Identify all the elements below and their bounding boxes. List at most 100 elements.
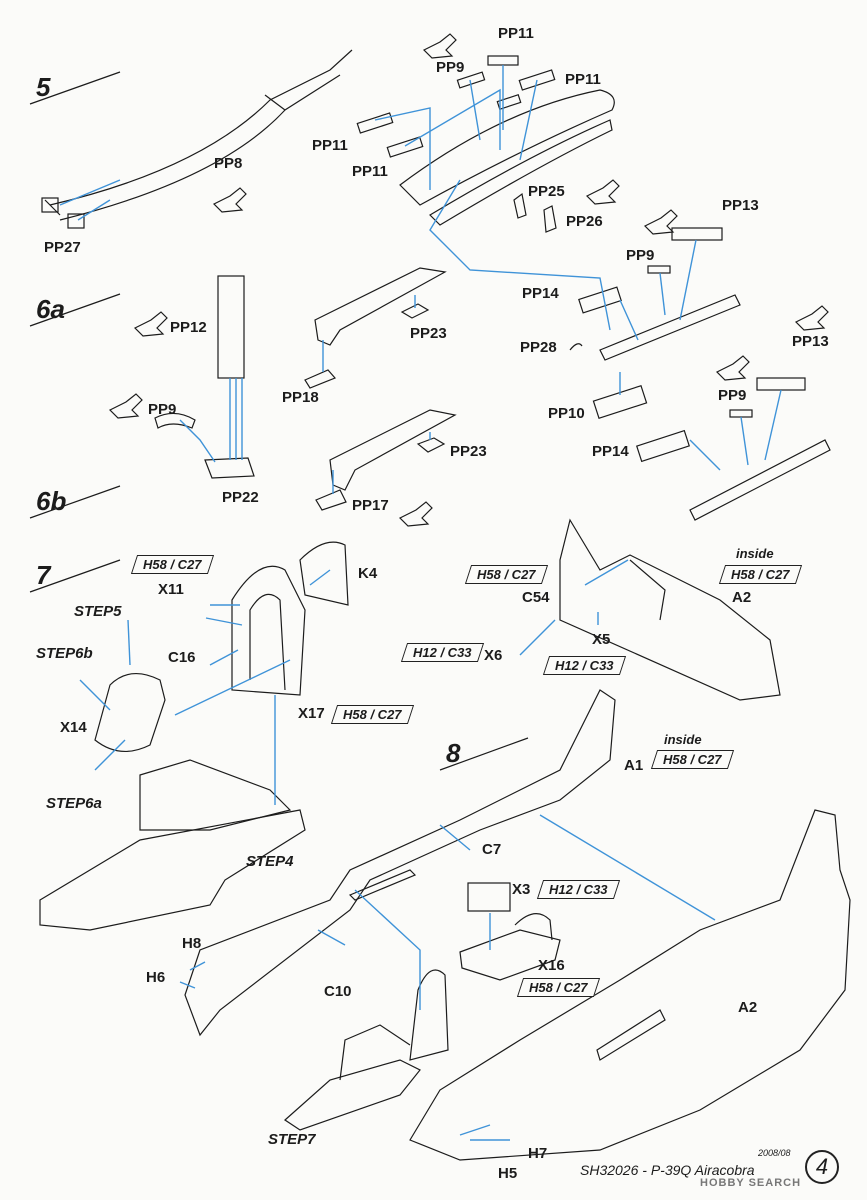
part-label-pp14: PP14 bbox=[592, 443, 629, 460]
part-label-c54: C54 bbox=[522, 589, 550, 606]
part-label-pp17: PP17 bbox=[352, 497, 389, 514]
inside-note: inside bbox=[736, 546, 774, 561]
part-label-pp22: PP22 bbox=[222, 489, 259, 506]
paint-code-box: H58 / C27 bbox=[516, 978, 600, 997]
step-6b-header: 6b bbox=[30, 484, 122, 518]
paint-code-text: H58 / C27 bbox=[663, 752, 722, 767]
part-label-x11: X11 bbox=[158, 581, 184, 598]
fuselage-half-a2-upper bbox=[559, 518, 781, 701]
radio-box-x3 bbox=[467, 882, 511, 912]
part-label-c16: C16 bbox=[168, 649, 196, 666]
callout-step7: STEP7 bbox=[268, 1131, 316, 1148]
part-label-x14: X14 bbox=[60, 719, 87, 736]
step6b-header-line bbox=[29, 485, 121, 519]
seat-belt-pp8 bbox=[41, 49, 353, 229]
step-8-header: 8 bbox=[440, 736, 532, 770]
part-label-x16: X16 bbox=[538, 957, 565, 974]
paint-code-text: H58 / C27 bbox=[731, 567, 790, 582]
kit-title: SH32026 - P-39Q Airacobra bbox=[580, 1162, 755, 1178]
step-7-header: 7 bbox=[30, 558, 122, 592]
part-label-pp10: PP10 bbox=[548, 405, 585, 422]
cockpit-assembly-step7 bbox=[284, 969, 449, 1131]
part-label-h8: H8 bbox=[182, 935, 202, 952]
belt-pp13-upper bbox=[569, 227, 741, 420]
part-label-a2: A2 bbox=[738, 999, 758, 1016]
part-label-x6: X6 bbox=[484, 647, 503, 664]
part-label-pp26: PP26 bbox=[566, 213, 603, 230]
part-label-pp18: PP18 bbox=[282, 389, 319, 406]
part-label-pp11: PP11 bbox=[352, 163, 388, 180]
part-label-pp13: PP13 bbox=[722, 197, 759, 214]
callout-step6a: STEP6a bbox=[46, 795, 102, 812]
paint-code-box: H58 / C27 bbox=[718, 565, 802, 584]
paint-code-box: H12 / C33 bbox=[542, 656, 626, 675]
part-label-pp11: PP11 bbox=[565, 71, 601, 88]
part-label-h7: H7 bbox=[528, 1145, 548, 1162]
step6a-header-line bbox=[29, 293, 121, 327]
step-6b-number: 6b bbox=[36, 486, 67, 516]
step7-header-line bbox=[29, 559, 121, 593]
paint-code-text: H58 / C27 bbox=[343, 707, 402, 722]
part-label-pp12: PP12 bbox=[170, 319, 207, 336]
leader-lines bbox=[59, 65, 782, 1141]
paint-code-box: H58 / C27 bbox=[330, 705, 414, 724]
page-number: 4 bbox=[805, 1150, 839, 1184]
part-label-pp9: PP9 bbox=[436, 59, 465, 76]
part-label-pp8: PP8 bbox=[214, 155, 243, 172]
part-label-pp28: PP28 bbox=[520, 339, 557, 356]
part-label-pp9: PP9 bbox=[148, 401, 177, 418]
part-label-pp13: PP13 bbox=[792, 333, 829, 350]
fuselage-assembled-a2 bbox=[409, 809, 851, 1161]
paint-code-text: H12 / C33 bbox=[555, 658, 614, 673]
part-label-h5: H5 bbox=[498, 1165, 518, 1182]
part-label-k4: K4 bbox=[358, 565, 378, 582]
paint-code-box: H12 / C33 bbox=[400, 643, 484, 662]
inside-note: inside bbox=[664, 732, 702, 747]
part-label-pp23: PP23 bbox=[410, 325, 447, 342]
fuselage-half-a1 bbox=[184, 689, 616, 1037]
paint-code-text: H58 / C27 bbox=[143, 557, 202, 572]
part-label-x5: X5 bbox=[592, 631, 611, 648]
callout-step5: STEP5 bbox=[74, 603, 122, 620]
belt-pp12 bbox=[154, 275, 255, 479]
paint-code-box: H12 / C33 bbox=[536, 880, 620, 899]
step-6a-number: 6a bbox=[36, 294, 65, 324]
part-label-pp9: PP9 bbox=[626, 247, 655, 264]
part-label-pp14: PP14 bbox=[522, 285, 559, 302]
paint-code-text: H58 / C27 bbox=[529, 980, 588, 995]
part-label-c7: C7 bbox=[482, 841, 502, 858]
part-label-a1: A1 bbox=[624, 757, 644, 774]
paint-code-text: H58 / C27 bbox=[477, 567, 536, 582]
part-label-pp11: PP11 bbox=[312, 137, 348, 154]
part-label-x17: X17 bbox=[298, 705, 325, 722]
watermark: HOBBY SEARCH bbox=[700, 1177, 802, 1189]
part-label-a2: A2 bbox=[732, 589, 752, 606]
armor-bulkhead-x17 bbox=[231, 541, 349, 696]
floor-x16 bbox=[459, 913, 561, 981]
paint-code-box: H58 / C27 bbox=[130, 555, 214, 574]
callout-step6b: STEP6b bbox=[36, 645, 93, 662]
cockpit-floor-step4 bbox=[39, 759, 306, 931]
part-label-pp23: PP23 bbox=[450, 443, 487, 460]
part-label-pp11: PP11 bbox=[498, 25, 534, 42]
step-5-number: 5 bbox=[36, 72, 51, 102]
step-7-number: 7 bbox=[36, 560, 51, 590]
part-label-x3: X3 bbox=[512, 881, 531, 898]
part-label-c10: C10 bbox=[324, 983, 352, 1000]
belt-pp17-pp23 bbox=[315, 409, 457, 511]
belt-pp18-pp23 bbox=[304, 267, 447, 389]
paint-code-box: H58 / C27 bbox=[650, 750, 734, 769]
part-label-pp25: PP25 bbox=[528, 183, 565, 200]
part-label-pp27: PP27 bbox=[44, 239, 81, 256]
paint-code-text: H12 / C33 bbox=[549, 882, 608, 897]
step-5-header: 5 bbox=[30, 70, 122, 104]
seat-x14 bbox=[94, 673, 166, 752]
flip-arrow-icon bbox=[108, 33, 829, 527]
paint-code-box: H58 / C27 bbox=[464, 565, 548, 584]
step-6a-header: 6a bbox=[30, 292, 122, 326]
part-label-h6: H6 bbox=[146, 969, 166, 986]
callout-step4: STEP4 bbox=[246, 853, 294, 870]
part-label-pp9: PP9 bbox=[718, 387, 747, 404]
step8-header-line bbox=[439, 737, 529, 771]
